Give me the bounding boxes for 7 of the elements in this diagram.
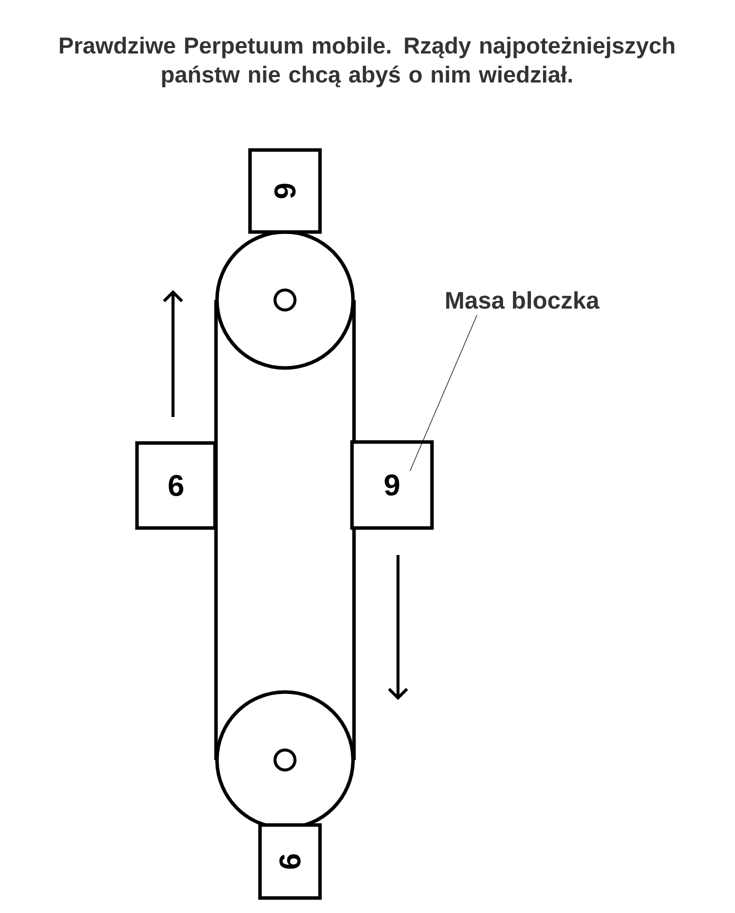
- mass-block: 9: [350, 440, 434, 530]
- leader-line: [410, 314, 478, 472]
- title: Prawdziwe Perpetuum mobile. Rządy najpoteżniejszych państw nie chcą abyś o nim wiedział.: [60, 36, 674, 88]
- mass-block: 6: [135, 441, 217, 530]
- mass-block: 6: [248, 148, 322, 234]
- mass-block: 6: [258, 823, 322, 900]
- callout-label: Masa bloczka: [446, 291, 600, 309]
